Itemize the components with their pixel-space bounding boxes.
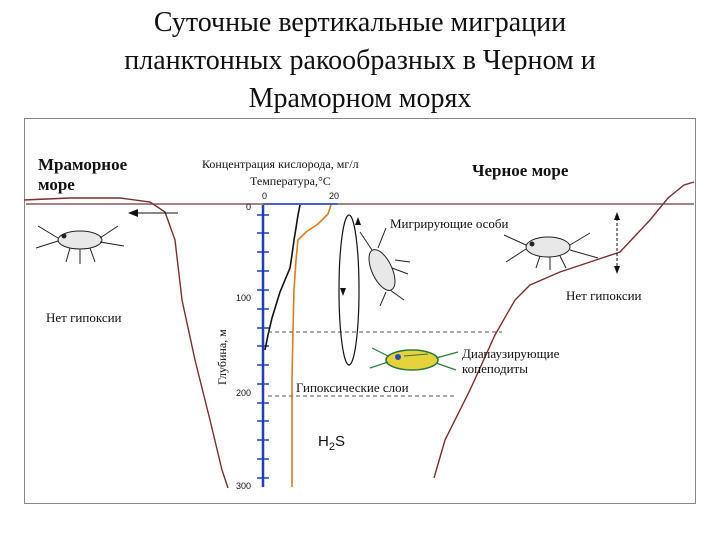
temperature-curve bbox=[291, 204, 332, 487]
depth-tick-0: 0 bbox=[246, 202, 251, 212]
sea-floor-profile-right bbox=[433, 181, 695, 479]
diapause-copepods-label-line-2: копеподиты bbox=[462, 361, 528, 376]
crustacean-marmara-icon bbox=[35, 225, 125, 264]
marmara-sea-label: Мраморное bbox=[38, 155, 128, 174]
arrow-up-icon bbox=[614, 212, 620, 220]
depth-axis-ticks bbox=[257, 214, 269, 479]
diagram-frame bbox=[24, 118, 696, 504]
depth-axis-label: Глубина, м bbox=[215, 329, 229, 385]
migration-arrow-down-icon bbox=[340, 288, 346, 296]
hypoxic-layers-label: Гипоксические слои bbox=[296, 380, 409, 395]
migrating-individuals-label: Мигрирующие особи bbox=[390, 216, 509, 231]
diapause-copepods-label: Диапаузирующие bbox=[462, 346, 560, 361]
oxygen-curve bbox=[264, 204, 301, 351]
migration-loop bbox=[338, 214, 360, 366]
depth-tick-300: 300 bbox=[236, 481, 251, 491]
no-hypoxia-right-label: Нет гипоксии bbox=[566, 288, 642, 303]
title-line-2: планктонных ракообразных в Черном и bbox=[124, 45, 596, 76]
title-line-1: Суточные вертикальные миграции bbox=[153, 7, 567, 38]
top-tick-20: 20 bbox=[329, 191, 339, 201]
depth-tick-200: 200 bbox=[236, 388, 251, 398]
h2s-label: H2S bbox=[318, 433, 345, 453]
depth-tick-100: 100 bbox=[236, 293, 251, 303]
marmara-arrow-left-icon bbox=[128, 209, 138, 217]
arrow-down-icon bbox=[614, 266, 620, 274]
no-hypoxia-left-label: Нет гипоксии bbox=[46, 310, 122, 325]
title-line-3: Мраморном морях bbox=[248, 83, 472, 114]
oxygen-axis-label: Концентрация кислорода, мг/л bbox=[202, 157, 359, 171]
diapausing-copepod-icon bbox=[369, 347, 459, 371]
migration-arrow-up-icon bbox=[355, 217, 361, 225]
sea-floor-profile bbox=[23, 197, 229, 489]
top-tick-0: 0 bbox=[262, 191, 267, 201]
slide-title: Суточные вертикальные миграции планктонн… bbox=[0, 4, 720, 118]
crustacean-migrating-icon bbox=[359, 227, 411, 307]
crustacean-black-sea-icon bbox=[503, 232, 599, 270]
marmara-sea-label-line-2: море bbox=[38, 175, 75, 194]
black-sea-label: Черное море bbox=[472, 161, 569, 180]
temperature-axis-label: Температура,°С bbox=[250, 174, 331, 188]
